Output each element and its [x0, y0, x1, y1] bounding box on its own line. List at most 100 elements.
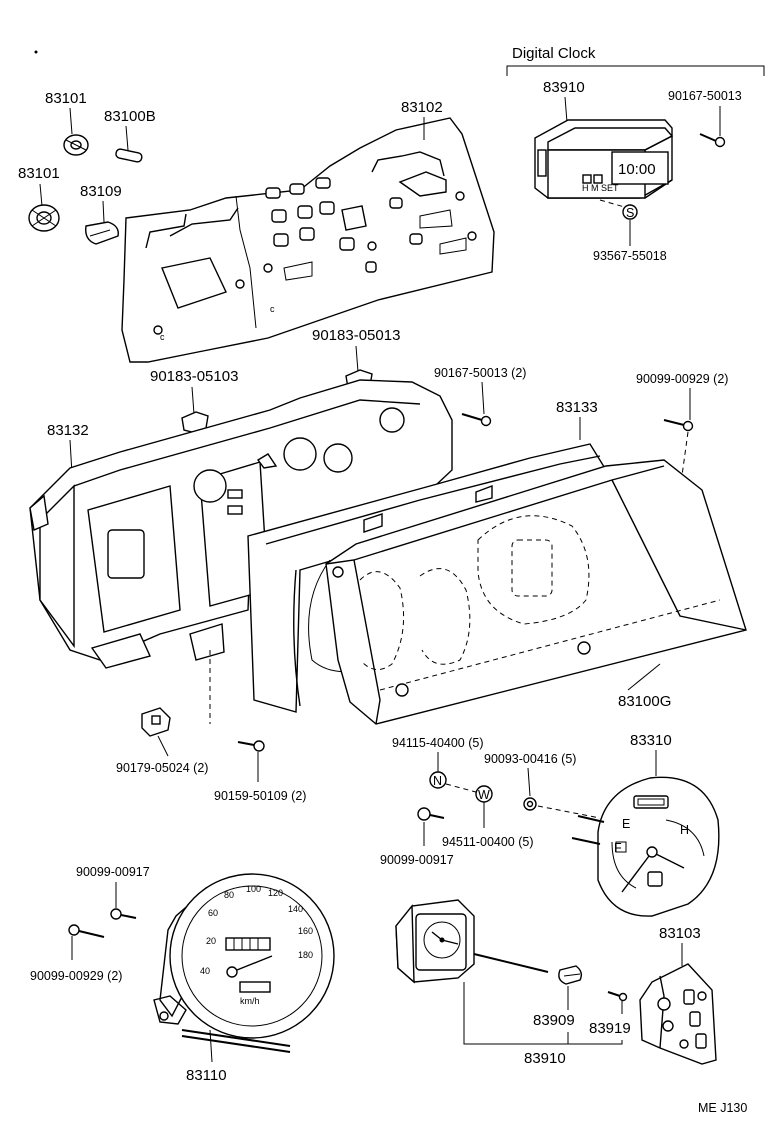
speedo-tick-140: 140 [288, 904, 303, 914]
part-label-90183-05013[interactable]: 90183-05013 [312, 327, 400, 344]
screw-90099-00929-top[interactable] [663, 419, 694, 432]
speedo-tick-80: 80 [224, 890, 234, 900]
part-label-90167-50013-clock[interactable]: 90167-50013 [668, 89, 742, 103]
leader-90093 [527, 767, 531, 797]
nut-90093-00416[interactable] [523, 797, 537, 811]
part-label-93567-55018[interactable]: 93567-55018 [593, 249, 667, 263]
cluster-housing-83132[interactable] [29, 379, 453, 669]
part-label-83100B[interactable]: 83100B [104, 108, 156, 125]
symbol-w: W [478, 788, 490, 802]
part-label-83101-top[interactable]: 83101 [45, 90, 87, 107]
part-label-83109[interactable]: 83109 [80, 183, 122, 200]
fuel-temp-gauge-83310[interactable]: E H F [597, 776, 720, 917]
printed-circuit-83103[interactable] [639, 963, 717, 1065]
gauge-mark-h: H [680, 823, 689, 837]
part-label-90099-00929-2-left[interactable]: 90099-00929 (2) [30, 969, 122, 983]
gauge-mark-e: E [622, 817, 630, 831]
leader-83109 [102, 200, 105, 223]
glass-lens-83100G[interactable] [325, 459, 747, 725]
speedo-tick-60: 60 [208, 908, 218, 918]
svg-text:c: c [270, 304, 275, 314]
speedo-tick-100: 100 [246, 884, 261, 894]
part-label-94115-40400[interactable]: 94115-40400 (5) [392, 736, 484, 750]
leader-83110 [209, 1029, 213, 1063]
part-label-90093-00416[interactable]: 90093-00416 (5) [484, 752, 576, 766]
symbol-n: N [433, 774, 442, 788]
part-label-83110[interactable]: 83110 [186, 1067, 227, 1084]
symbol-s: S [626, 206, 634, 220]
clock-button-labels: H M SET [582, 183, 619, 193]
speedometer-83110[interactable]: 20 40 60 80 100 120 140 160 180 km/h [153, 873, 335, 1053]
part-label-90099-00917-left[interactable]: 90099-00917 [76, 865, 150, 879]
analog-clock-83910[interactable] [395, 899, 549, 984]
part-label-83103[interactable]: 83103 [659, 925, 701, 942]
part-label-90183-05103[interactable]: 90183-05103 [150, 368, 238, 385]
socket-83101-top[interactable] [63, 134, 89, 156]
part-label-83100G[interactable]: 83100G [618, 693, 671, 710]
bulb-83109[interactable] [85, 221, 119, 245]
screw-90099-00917-mid[interactable] [417, 807, 445, 821]
symbol-n-circle [429, 771, 447, 789]
speedo-tick-160: 160 [298, 926, 313, 936]
leader-83101-bottom [39, 183, 43, 207]
part-label-83910-clock[interactable]: 83910 [543, 79, 585, 96]
part-label-83101-bottom[interactable]: 83101 [18, 165, 60, 182]
speedo-tick-180: 180 [298, 950, 313, 960]
screw-90159-50109[interactable] [237, 740, 265, 752]
leader-s-dashed [599, 199, 629, 209]
leader-n-w [445, 783, 477, 793]
bulb-83909[interactable] [558, 965, 583, 985]
screw-90099-00929-left[interactable] [68, 924, 105, 938]
digital-clock-unit[interactable]: 10:00 H M SET [534, 119, 674, 199]
leader-83100G [627, 663, 661, 691]
screw-90167-50013-clock[interactable] [699, 133, 726, 148]
clock-lcd-window [611, 151, 669, 185]
digital-clock-bracket [506, 65, 765, 76]
part-label-83102[interactable]: 83102 [401, 99, 443, 116]
printed-circuit-83102[interactable]: c c [121, 117, 495, 363]
stray-dot [34, 50, 38, 54]
gauge-mark-f: F [614, 841, 622, 855]
leader-90183-05013 [355, 345, 359, 373]
gauge-studs [571, 815, 605, 845]
bracket-83910 [463, 982, 623, 1045]
part-label-90099-00929-2-top[interactable]: 90099-00929 (2) [636, 372, 728, 386]
leader-83101-top [69, 107, 73, 135]
speedo-unit: km/h [240, 996, 260, 1006]
part-label-83310[interactable]: 83310 [630, 732, 672, 749]
clip-90179-05024[interactable] [141, 707, 171, 737]
part-label-83919[interactable]: 83919 [589, 1020, 631, 1037]
screw-90099-00917-left[interactable] [110, 908, 137, 920]
speedo-tick-120: 120 [268, 888, 283, 898]
bulb-socket-group: 83101 83100B 83101 83109 [18, 90, 156, 245]
clock-display-text: 10:00 [618, 161, 656, 178]
leader-90167-2 [481, 381, 485, 415]
bulb-83100B[interactable] [115, 148, 143, 163]
digital-clock-header: Digital Clock [512, 45, 596, 62]
svg-text:c: c [160, 332, 165, 342]
odometer-window [225, 937, 271, 951]
part-label-83133[interactable]: 83133 [556, 399, 598, 416]
leader-90183-05103 [191, 386, 195, 415]
part-label-94511-00400[interactable]: 94511-00400 (5) [442, 835, 534, 849]
part-label-83910-analog[interactable]: 83910 [524, 1050, 566, 1067]
screw-90167-50013-2[interactable] [461, 413, 492, 427]
speedo-tick-20: 20 [206, 936, 216, 946]
footer-code: ME J130 [698, 1101, 747, 1115]
part-label-90099-00917-mid[interactable]: 90099-00917 [380, 853, 454, 867]
part-label-83909[interactable]: 83909 [533, 1012, 575, 1029]
digital-clock-group: Digital Clock 83910 10:00 H M SET 90167-… [506, 45, 765, 263]
screw-83919[interactable] [607, 991, 628, 1002]
part-label-90179-05024[interactable]: 90179-05024 (2) [116, 761, 208, 775]
speedo-tick-40: 40 [200, 966, 210, 976]
leader-nut-gauge [537, 805, 601, 819]
part-label-90159-50109[interactable]: 90159-50109 (2) [214, 789, 306, 803]
trip-window [239, 981, 271, 993]
leader-83100B [125, 125, 129, 151]
socket-83101-bottom[interactable] [28, 204, 60, 232]
part-label-83132[interactable]: 83132 [47, 422, 89, 439]
part-label-90167-50013-2[interactable]: 90167-50013 (2) [434, 366, 526, 380]
leader-90179 [157, 735, 169, 757]
symbol-s-circle [622, 204, 638, 220]
